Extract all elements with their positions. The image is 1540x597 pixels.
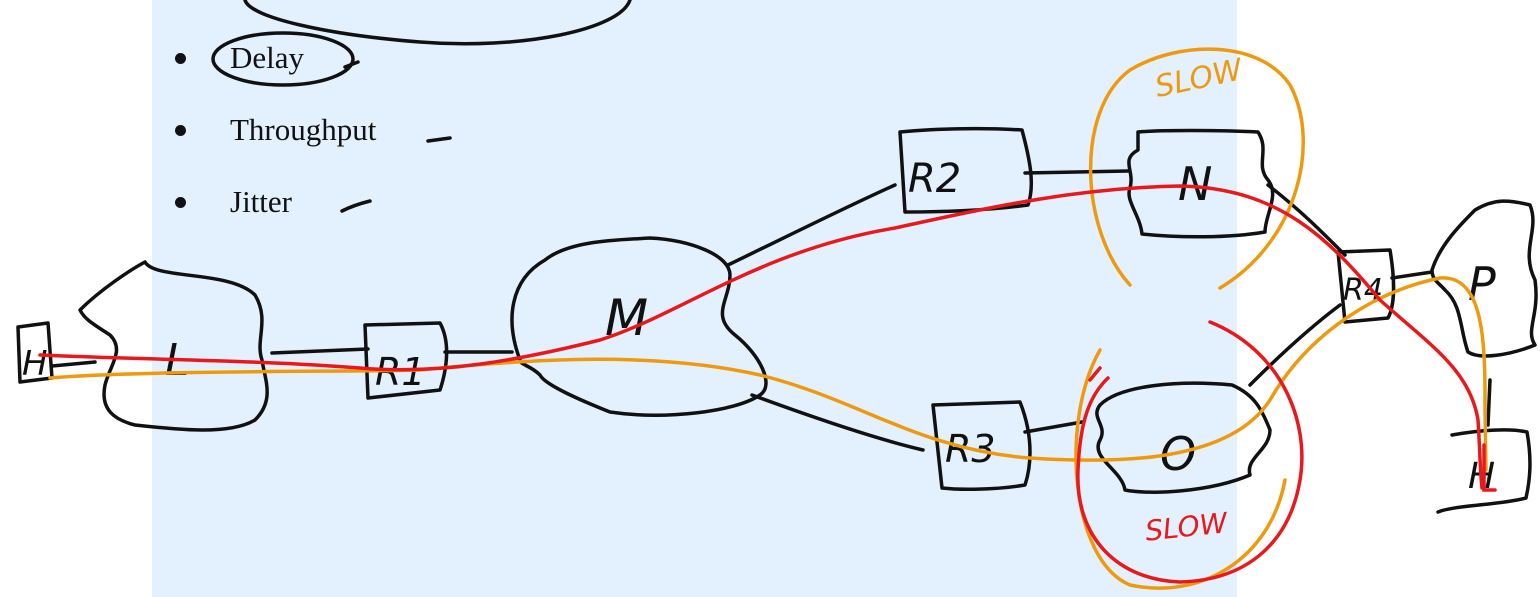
red-slow-circle (1076, 320, 1304, 584)
label-net-m: M (605, 289, 648, 347)
bullet-throughput: Throughput (175, 110, 376, 182)
label-host-left: H (22, 344, 48, 384)
link-m-r2 (726, 183, 897, 267)
host-right-box (1436, 428, 1532, 514)
heading-loop-ink (243, 0, 632, 46)
link-n-r4 (1266, 183, 1347, 257)
annotation-slow-top: SLOW (1152, 52, 1247, 105)
cloud-p (1430, 199, 1538, 358)
orange-slow-circle-top (1088, 47, 1305, 290)
link-o-r4 (1248, 303, 1342, 387)
label-net-p: P (1468, 257, 1496, 311)
cloud-o (1095, 381, 1272, 494)
link-r2-n (1023, 169, 1130, 175)
delay-circle-ink (211, 31, 355, 87)
cloud-l (78, 260, 269, 432)
link-r3-o (1023, 420, 1084, 434)
link-m-r3 (750, 393, 925, 452)
annotation-slow-bottom: SLOW (1144, 506, 1231, 548)
router-r3-box (931, 400, 1032, 491)
bullet-jitter: Jitter (175, 182, 376, 254)
red-tick-mark (1088, 366, 1102, 382)
red-host-bracket (1482, 443, 1497, 492)
orange-slow-circle-bottom (1074, 348, 1287, 590)
red-path (38, 184, 1484, 490)
link-l-r1 (270, 347, 370, 355)
link-r4-p (1390, 270, 1434, 280)
delay-dash-ink (343, 60, 360, 69)
jitter-dash-ink (340, 199, 372, 213)
label-net-n: N (1178, 157, 1212, 211)
label-router-r2: R2 (908, 156, 961, 202)
bullet-delay: Delay (175, 38, 376, 110)
router-r2-box (898, 126, 1034, 214)
link-h-l (50, 360, 97, 368)
bullet-list: Delay Throughput Jitter (175, 38, 376, 254)
link-p-h (1486, 378, 1492, 427)
router-r1-box (363, 321, 449, 400)
cloud-m (510, 236, 768, 417)
throughput-dash-ink (426, 136, 452, 143)
